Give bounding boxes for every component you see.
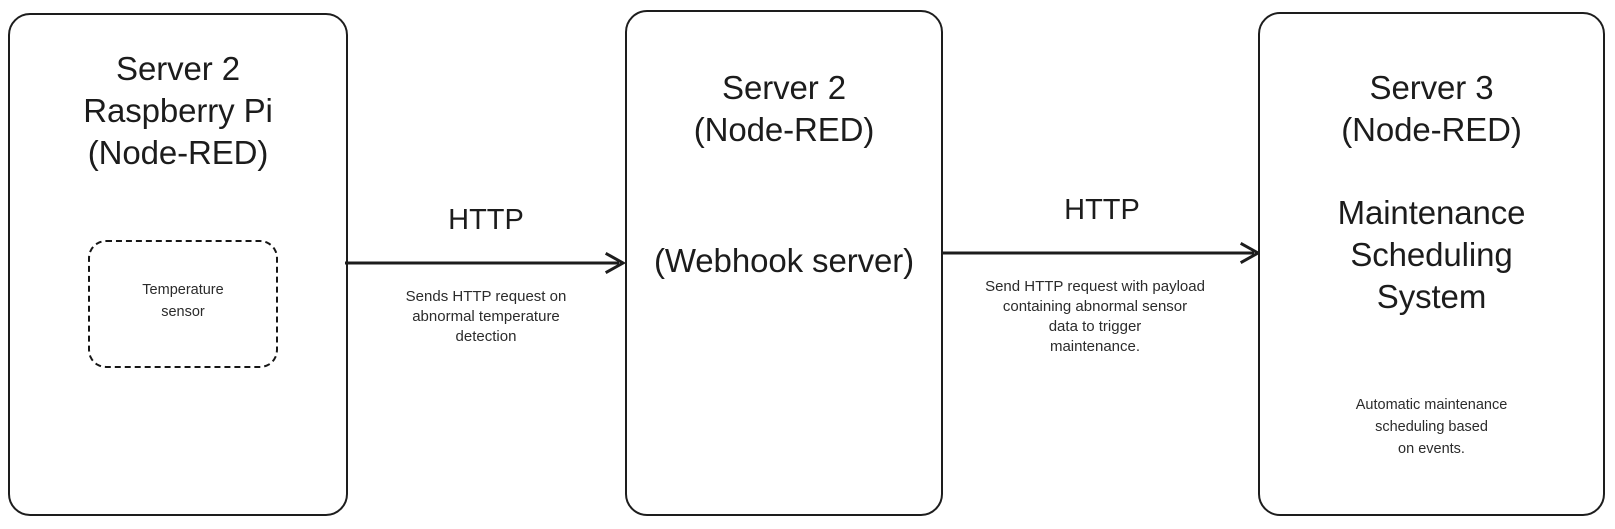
- node-title: Server 3 (Node-RED): [1341, 69, 1522, 148]
- node-server-3-maintenance[interactable]: Server 3 (Node-RED) Maintenance Scheduli…: [1258, 12, 1605, 516]
- node-caption: Automatic maintenance scheduling based o…: [1355, 397, 1508, 457]
- edge-1-description: Sends HTTP request on abnormal temperatu…: [405, 288, 567, 345]
- node-server-2-raspberry-pi[interactable]: Server 2 Raspberry Pi (Node-RED) Tempera…: [8, 13, 348, 516]
- edge-raspberry-to-webhook-arrow: [345, 250, 627, 276]
- node-title: Server 2 Raspberry Pi (Node-RED): [83, 50, 273, 171]
- node-server-2-webhook[interactable]: Server 2 (Node-RED) (Webhook server): [625, 10, 943, 516]
- node-title: Server 2 (Node-RED): [693, 69, 875, 148]
- edge-2-description: Send HTTP request with payload containin…: [985, 278, 1205, 355]
- node-subtitle: Maintenance Scheduling System: [1337, 194, 1526, 315]
- temperature-sensor-label: Temperature sensor: [142, 282, 224, 320]
- node-subtitle: (Webhook server): [653, 242, 915, 279]
- node-temperature-sensor[interactable]: Temperature sensor: [88, 240, 278, 368]
- edge-1-protocol-label: HTTP: [448, 204, 524, 236]
- edge-2-protocol-label: HTTP: [1064, 194, 1140, 226]
- edge-webhook-to-maintenance-arrow: [942, 240, 1262, 266]
